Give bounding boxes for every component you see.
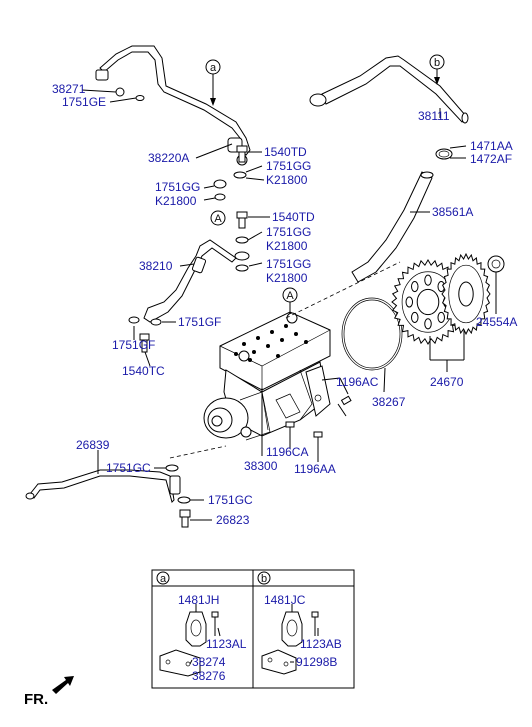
bolt-1540TC — [139, 333, 150, 353]
bolt-1540TD-upper — [236, 145, 248, 163]
label-1196CA: 1196CA — [266, 445, 308, 459]
legend-callout-a — [156, 571, 170, 585]
svg-text:b: b — [261, 573, 267, 585]
clamp-1481JH — [185, 611, 207, 647]
label-38271: 38271 — [52, 82, 86, 96]
bolt-1123AB — [311, 611, 319, 636]
legend-label-1481JC: 1481JC — [264, 593, 306, 607]
label-26823: 26823 — [216, 513, 250, 527]
label-1471AA: 1471AA — [470, 139, 513, 153]
label-1751GG-3: 1751GG — [266, 225, 311, 239]
front-direction-label: FR. — [24, 691, 48, 708]
legend-label-1123AB: 1123AB — [300, 637, 342, 651]
label-1751GG-4: 1751GG — [266, 257, 311, 271]
o-ring-38267 — [341, 297, 403, 371]
svg-text:b: b — [434, 57, 440, 69]
label-24554A: 24554A — [476, 315, 517, 329]
hose-clamp-1471AA — [435, 148, 453, 160]
front-arrow-icon — [52, 676, 74, 694]
label-1751GG-1: 1751GG — [266, 159, 311, 173]
label-38220A: 38220A — [148, 151, 189, 165]
label-1196AA: 1196AA — [294, 462, 336, 476]
label-26839: 26839 — [76, 438, 110, 452]
bolt-1123AL — [211, 611, 219, 636]
clamp-1481JC — [281, 611, 303, 647]
label-1472AF: 1472AF — [470, 152, 512, 166]
legend-callout-b — [257, 571, 271, 585]
banjo-bolt-26823 — [179, 509, 191, 528]
label-1196AC: 1196AC — [336, 375, 379, 389]
label-38111: 38111 — [418, 109, 450, 123]
label-K21800-1: K21800 — [266, 173, 308, 187]
label-38267: 38267 — [372, 395, 406, 409]
label-38300: 38300 — [244, 459, 278, 473]
label-1751GF-1: 1751GF — [178, 315, 221, 329]
bolt-1196AC — [337, 395, 352, 417]
callout-a-text: a — [210, 62, 217, 74]
svg-text:a: a — [160, 573, 167, 585]
label-1540TD-1: 1540TD — [264, 145, 307, 159]
hose-38561A — [351, 171, 434, 283]
label-K21800-3: K21800 — [266, 239, 308, 253]
label-K21800-4: K21800 — [266, 271, 308, 285]
label-1540TC: 1540TC — [122, 364, 165, 378]
bracket-91298B — [261, 649, 297, 675]
label-38561A: 38561A — [432, 205, 473, 219]
label-1751GE: 1751GE — [62, 95, 106, 109]
legend-label-1481JH: 1481JH — [178, 593, 219, 607]
svg-text:A: A — [214, 213, 222, 225]
air-compressor-38300 — [203, 311, 331, 441]
drive-gear-24670-rear — [441, 252, 491, 336]
svg-text:A: A — [286, 290, 294, 302]
bracket-38274 — [159, 649, 201, 677]
bolt-1196AA — [313, 431, 323, 454]
nut-24554A — [487, 255, 505, 273]
pipe-26839 — [25, 469, 181, 503]
callout-A-upper — [210, 210, 226, 226]
label-38210: 38210 — [139, 259, 173, 273]
legend-label-1123AL: 1123AL — [206, 637, 247, 651]
label-1751GG-2: 1751GG — [155, 180, 200, 194]
legend-label-91298B: 91298B — [296, 655, 337, 669]
label-1751GC-2: 1751GC — [208, 493, 253, 507]
bolt-1196CA — [285, 421, 295, 442]
label-1751GC-1: 1751GC — [106, 461, 151, 475]
legend-label-38276: 38276 — [192, 669, 226, 683]
label-K21800-2: K21800 — [155, 194, 197, 208]
label-1751GF-2: 1751GF — [112, 338, 155, 352]
legend-label-38274: 38274 — [192, 655, 226, 669]
pipe-38111 — [309, 55, 469, 124]
bolt-1540TD-lower — [236, 211, 248, 229]
clamp-legend-table — [151, 569, 355, 689]
label-24670: 24670 — [430, 375, 464, 389]
oil-pipe-38220A — [95, 45, 251, 166]
oil-pipe-38210 — [143, 239, 237, 323]
label-1540TD-2: 1540TD — [272, 210, 315, 224]
